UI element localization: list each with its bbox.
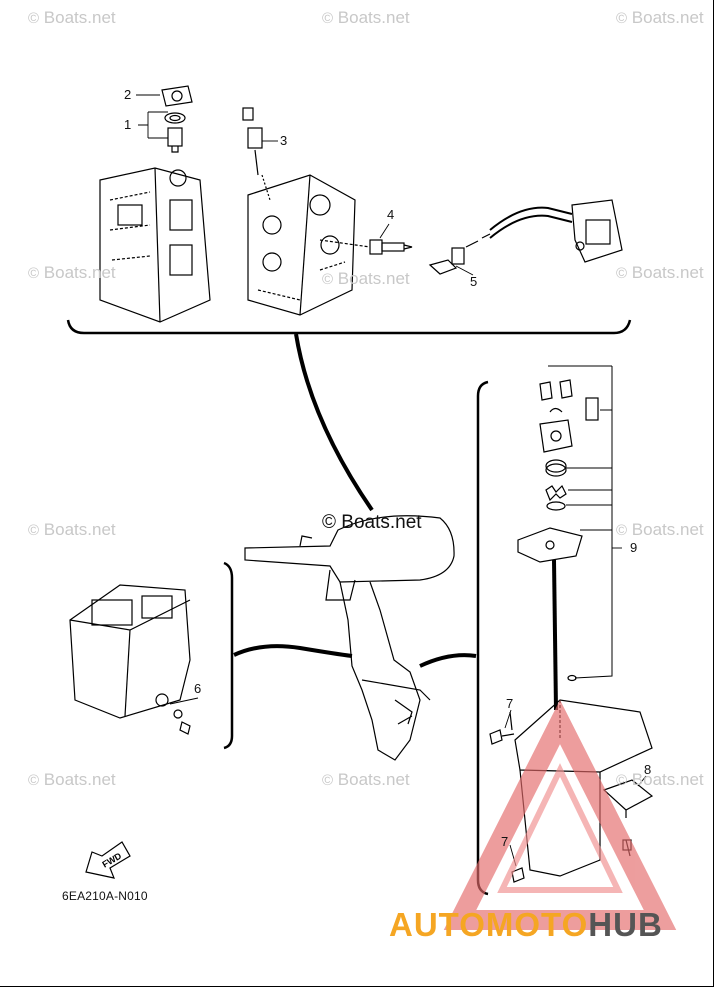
connector-line-left: [233, 644, 353, 658]
top-group-bracket: [66, 319, 632, 335]
callout-9: 9: [630, 540, 638, 555]
fwd-arrow-icon: FWD: [85, 841, 131, 879]
lower-case-left: [69, 584, 191, 735]
callout-7-upper: 7: [506, 696, 514, 711]
connector-line-top: [294, 333, 374, 512]
watermark-text: © Boats.net: [616, 770, 704, 789]
cylinder-block-left: [99, 167, 211, 323]
watermark-text: © Boats.net: [616, 263, 704, 282]
watermark-text: © Boats.net: [28, 263, 116, 282]
callout-8: 8: [644, 762, 652, 777]
diagram-code: 6EA210A-N010: [62, 889, 148, 903]
watermark-text: © Boats.net: [28, 770, 116, 789]
automotohub-triangle-logo: [443, 699, 677, 930]
watermark-text: © Boats.net: [322, 8, 410, 27]
watermark-text: © Boats.net: [322, 269, 410, 288]
watermark-text: © Boats.net: [28, 520, 116, 539]
left-group-bracket: [223, 561, 234, 750]
spark-plug-part: [319, 239, 413, 255]
watermark-text: © Boats.net: [616, 8, 704, 27]
cylinder-head-right: [247, 174, 356, 316]
callout-3: 3: [280, 133, 288, 148]
bolt-parts: [489, 711, 525, 883]
water-pump-kit: [517, 379, 599, 711]
outboard-motor-outline: [244, 515, 455, 761]
callout-4: 4: [387, 207, 395, 222]
connector-line-right: [419, 653, 477, 668]
kit-grouping-lines: [548, 365, 613, 679]
right-group-bracket: [476, 380, 489, 896]
cowling-watermark-text: © Boats.net: [322, 512, 422, 533]
callout-5: 5: [470, 274, 478, 289]
callout-1: 1: [124, 117, 132, 132]
callout-6: 6: [194, 681, 202, 696]
watermark-text: © Boats.net: [616, 520, 704, 539]
callout-leaders: [136, 94, 647, 867]
thermostat-parts: [161, 85, 193, 153]
watermark-text: © Boats.net: [28, 8, 116, 27]
automotohub-logo-text: AUTOMOTOHUB: [389, 906, 663, 943]
watermark-text: © Boats.net: [322, 770, 410, 789]
callout-7-lower: 7: [501, 834, 509, 849]
fuel-pump-assembly: [428, 199, 623, 275]
anode-bolt-part: [242, 107, 271, 201]
callout-2: 2: [124, 87, 132, 102]
